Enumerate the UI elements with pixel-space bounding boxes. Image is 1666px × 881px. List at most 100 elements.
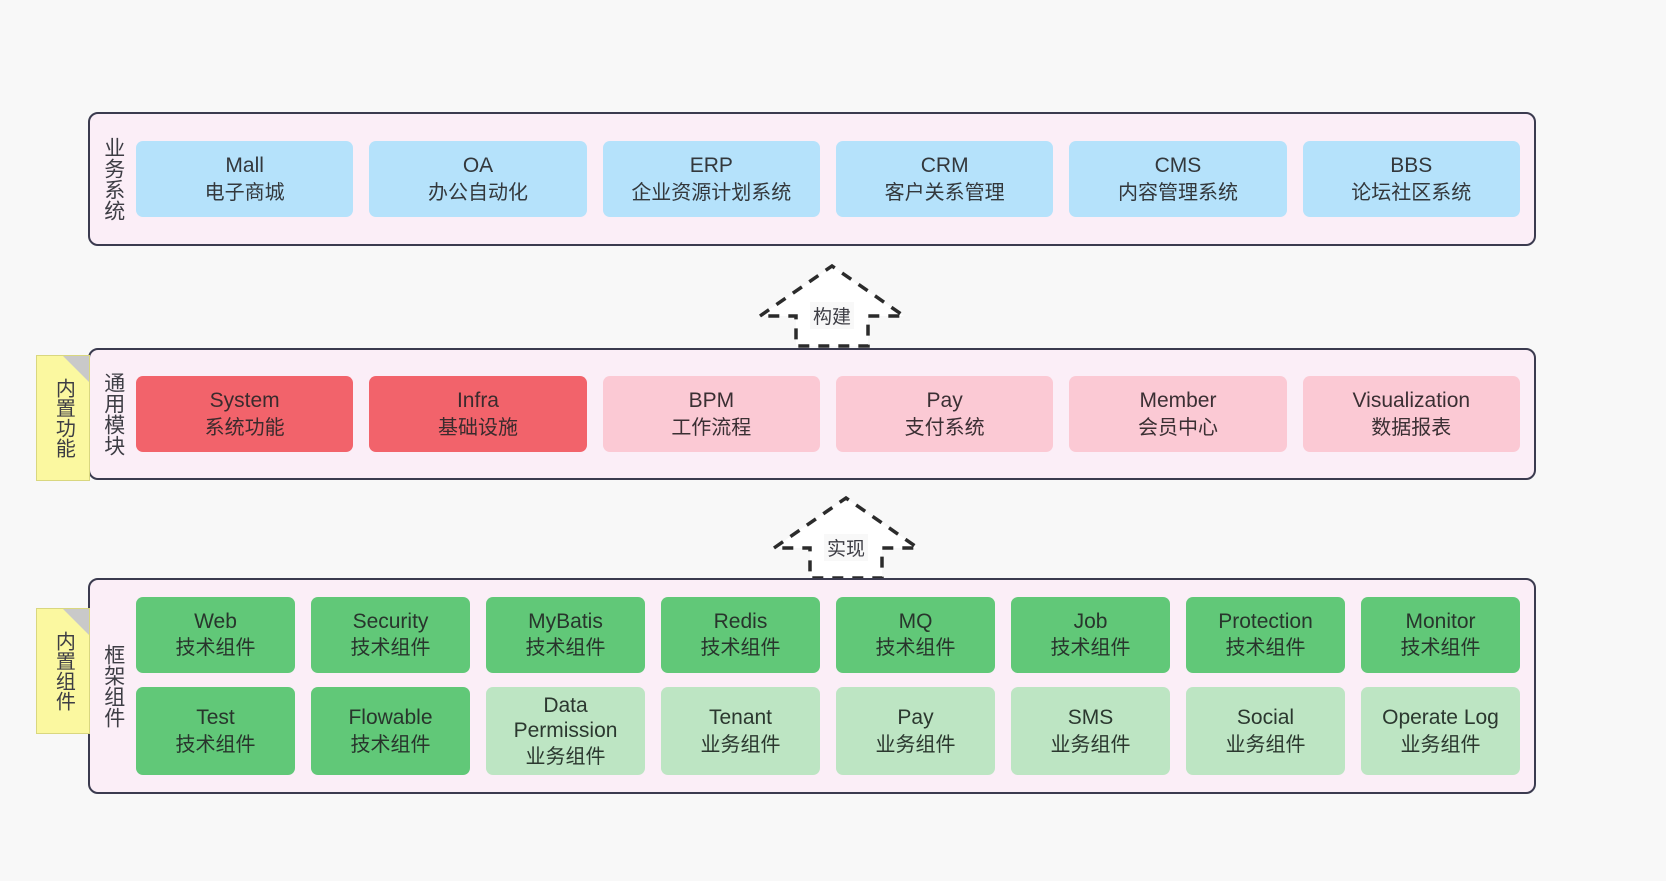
box-subtitle: 企业资源计划系统: [631, 181, 792, 204]
box-subtitle: 业务组件: [1050, 733, 1131, 756]
box-subtitle: 客户关系管理: [884, 181, 1005, 204]
box-title: Security: [352, 610, 429, 634]
box-subtitle: 技术组件: [350, 733, 431, 756]
framework-tech-box-monitor[interactable]: Monitor 技术组件: [1361, 596, 1520, 673]
box-title: Mall: [225, 154, 264, 178]
box-title: Data Permission: [513, 693, 618, 742]
framework-tech-box-web[interactable]: Web 技术组件: [136, 596, 295, 673]
business-box-erp[interactable]: ERP 企业资源计划系统: [602, 141, 820, 217]
box-subtitle: 内容管理系统: [1117, 181, 1238, 204]
box-subtitle: 技术组件: [1225, 637, 1306, 660]
box-title: Social: [1236, 706, 1295, 730]
business-box-crm[interactable]: CRM 客户关系管理: [835, 141, 1054, 217]
box-title: BBS: [1390, 154, 1433, 178]
box-subtitle: 支付系统: [904, 416, 985, 439]
framework-business-box-data-permission[interactable]: Data Permission 业务组件: [486, 686, 645, 776]
layer-business-system-label: 业务系统: [101, 137, 125, 221]
note-builtin-features: 内置功能: [36, 355, 90, 481]
framework-business-box-pay[interactable]: Pay 业务组件: [836, 686, 995, 776]
box-title: CMS: [1154, 154, 1202, 178]
box-title: Infra: [456, 389, 499, 413]
box-title: Job: [1073, 610, 1108, 634]
framework-business-box-sms[interactable]: SMS 业务组件: [1011, 686, 1170, 776]
framework-tech-box-job[interactable]: Job 技术组件: [1011, 596, 1170, 673]
layer-common-module-label: 通用模块: [101, 372, 125, 456]
business-box-oa[interactable]: OA 办公自动化: [369, 141, 587, 217]
box-subtitle: 系统功能: [204, 416, 285, 439]
box-subtitle: 办公自动化: [427, 181, 528, 204]
box-title: MQ: [898, 610, 933, 634]
box-subtitle: 基础设施: [437, 416, 518, 439]
box-title: SMS: [1067, 706, 1114, 730]
common-box-pay[interactable]: Pay 支付系统: [835, 376, 1054, 452]
box-subtitle: 技术组件: [175, 637, 256, 660]
box-subtitle: 技术组件: [525, 637, 606, 660]
box-title: CRM: [920, 154, 969, 178]
box-title: Monitor: [1405, 610, 1476, 634]
box-subtitle: 业务组件: [700, 733, 781, 756]
business-box-cms[interactable]: CMS 内容管理系统: [1069, 141, 1287, 217]
box-title: ERP: [689, 154, 733, 178]
framework-business-box-flowable[interactable]: Flowable 技术组件: [311, 686, 470, 776]
box-title: Operate Log: [1382, 706, 1499, 730]
box-subtitle: 技术组件: [875, 637, 956, 660]
layer-common-module[interactable]: 通用模块 System 系统功能 Infra 基础设施 BPM 工作流程 Pay 支付系统 Me…: [88, 348, 1536, 480]
box-subtitle: 技术组件: [175, 733, 256, 756]
common-box-member[interactable]: Member 会员中心: [1069, 376, 1287, 452]
framework-business-box-test[interactable]: Test 技术组件: [136, 686, 295, 776]
framework-tech-box-mybatis[interactable]: MyBatis 技术组件: [486, 596, 645, 673]
box-title: Tenant: [708, 706, 773, 730]
framework-tech-box-mq[interactable]: MQ 技术组件: [836, 596, 995, 673]
common-box-infra[interactable]: Infra 基础设施: [369, 376, 587, 452]
connector-build-label: 构建: [809, 302, 855, 329]
note-builtin-components: 内置组件: [36, 608, 90, 734]
box-subtitle: 会员中心: [1137, 416, 1218, 439]
framework-tech-box-security[interactable]: Security 技术组件: [311, 596, 470, 673]
box-title: Pay: [897, 706, 934, 730]
connector-implement-label: 实现: [823, 534, 869, 561]
connector-build: 构建: [752, 258, 912, 350]
framework-business-box-operate-log[interactable]: Operate Log 业务组件: [1361, 686, 1520, 776]
box-title: Pay: [926, 389, 963, 413]
box-title: Web: [194, 610, 237, 634]
box-subtitle: 数据报表: [1371, 416, 1452, 439]
box-title: System: [209, 389, 280, 413]
box-title: OA: [462, 154, 494, 178]
box-subtitle: 技术组件: [700, 637, 781, 660]
box-subtitle: 电子商城: [204, 181, 285, 204]
box-subtitle: 工作流程: [671, 416, 752, 439]
common-box-bpm[interactable]: BPM 工作流程: [602, 376, 820, 452]
common-box-system[interactable]: System 系统功能: [136, 376, 354, 452]
box-title: BPM: [688, 389, 735, 413]
box-title: Member: [1139, 389, 1217, 413]
box-title: Flowable: [348, 706, 433, 730]
box-title: Visualization: [1352, 389, 1471, 413]
box-title: MyBatis: [528, 610, 603, 634]
box-subtitle: 论坛社区系统: [1351, 181, 1472, 204]
box-title: Protection: [1218, 610, 1313, 634]
common-box-visualization[interactable]: Visualization 数据报表: [1302, 376, 1520, 452]
box-subtitle: 业务组件: [1225, 733, 1306, 756]
framework-business-box-tenant[interactable]: Tenant 业务组件: [661, 686, 820, 776]
business-box-mall[interactable]: Mall 电子商城: [136, 141, 354, 217]
box-subtitle: 技术组件: [350, 637, 431, 660]
connector-implement: 实现: [766, 490, 926, 582]
box-title: Test: [196, 706, 235, 730]
box-subtitle: 业务组件: [1400, 733, 1481, 756]
business-system-row: Mall 电子商城 OA 办公自动化 ERP 企业资源计划系统 CRM 客户关系管理 CMS 内容…: [136, 141, 1520, 217]
framework-business-box-social[interactable]: Social 业务组件: [1186, 686, 1345, 776]
layer-business-system[interactable]: 业务系统 Mall 电子商城 OA 办公自动化 ERP 企业资源计划系统 CRM 客户关系管理…: [88, 112, 1536, 246]
box-subtitle: 技术组件: [1050, 637, 1131, 660]
framework-tech-box-protection[interactable]: Protection 技术组件: [1186, 596, 1345, 673]
business-box-bbs[interactable]: BBS 论坛社区系统: [1302, 141, 1520, 217]
box-subtitle: 技术组件: [1400, 637, 1481, 660]
layer-framework-component-label: 框架组件: [101, 644, 125, 728]
common-module-row: System 系统功能 Infra 基础设施 BPM 工作流程 Pay 支付系统 Member 会…: [136, 376, 1520, 452]
box-subtitle: 业务组件: [525, 746, 606, 769]
box-subtitle: 业务组件: [875, 733, 956, 756]
